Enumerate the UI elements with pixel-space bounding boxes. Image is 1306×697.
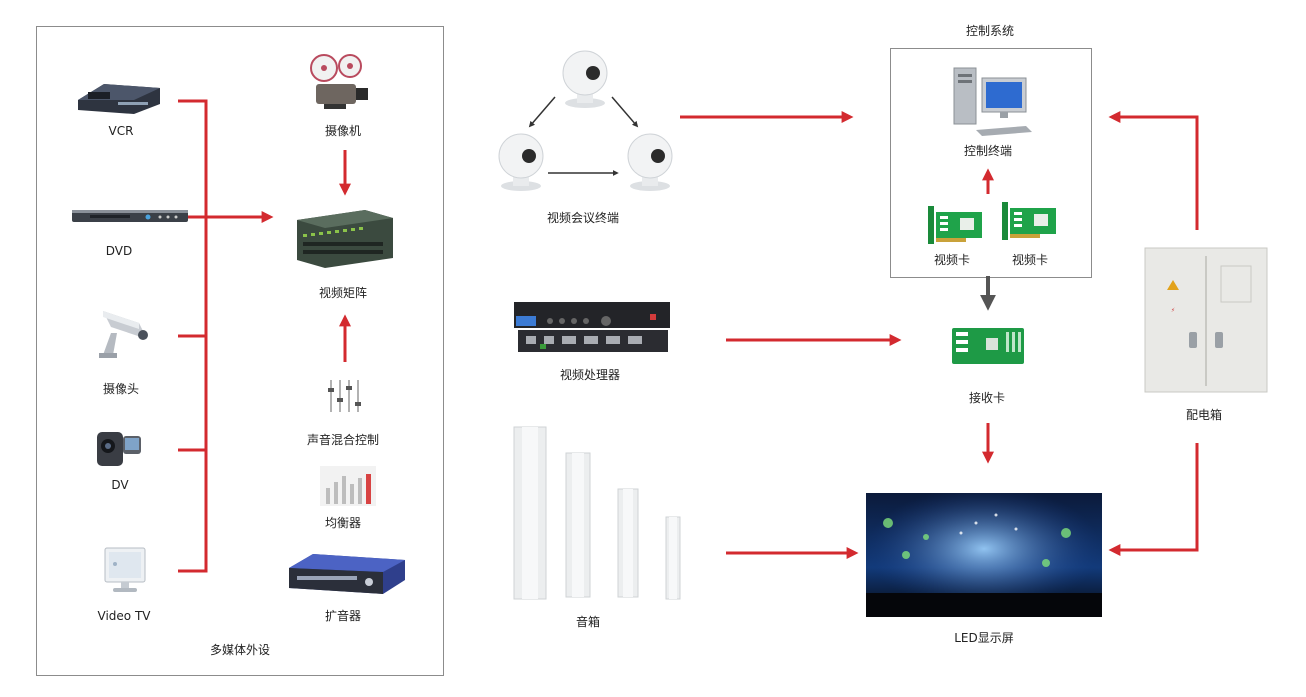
camcorder-icon [97, 432, 141, 466]
video-tv-label: Video TV [97, 609, 151, 623]
amplifier-label: 扩音器 [324, 609, 362, 623]
led-screen-icon [866, 493, 1102, 617]
video-conf-label: 视频会议终端 [546, 211, 620, 225]
video-card-label-2: 视频卡 [1011, 253, 1049, 267]
camera-head-label: 摄像头 [102, 382, 140, 396]
amplifier-icon [289, 554, 405, 594]
dvd-label: DVD [105, 244, 133, 258]
webcam-icon [627, 133, 673, 191]
speakers-label: 音箱 [575, 615, 601, 629]
video-matrix-label: 视频矩阵 [318, 286, 368, 300]
power-to-led-arrow [1108, 443, 1199, 556]
webcam-icon [498, 133, 544, 191]
column-speaker-icon [513, 426, 681, 600]
camcorder-label: 摄像机 [324, 124, 362, 138]
power-to-control-arrow [1108, 111, 1199, 230]
film-camera-icon [310, 54, 368, 109]
dv-label: DV [111, 478, 129, 492]
video-processor-label: 视频处理器 [559, 368, 621, 382]
receiver-card-icon [952, 328, 1024, 364]
video-matrix-icon [297, 210, 393, 268]
conf-arrow-left [528, 96, 556, 128]
audio-mixer-label: 声音混合控制 [306, 433, 380, 447]
control-system-title: 控制系统 [965, 24, 1015, 38]
webcam-icon [562, 50, 608, 108]
multimedia-frame [36, 26, 444, 676]
receiver-card-label: 接收卡 [968, 391, 1006, 405]
vcr-icon [78, 84, 160, 114]
control-system-frame [890, 48, 1092, 278]
video-card-icon [928, 206, 982, 244]
distribution-box-label: 配电箱 [1185, 408, 1223, 422]
distribution-cabinet-icon: ⚡ [1144, 247, 1268, 393]
cctv-camera-icon [99, 311, 148, 358]
dvd-player-icon [72, 210, 188, 222]
video-processor-icon [514, 302, 670, 352]
equalizer-icon [320, 466, 376, 506]
led-screen-label: LED显示屏 [954, 631, 1014, 645]
svg-text:⚡: ⚡ [1171, 307, 1175, 314]
video-card-label-1: 视频卡 [933, 253, 971, 267]
equalizer-label: 均衡器 [324, 516, 362, 530]
control-terminal-label: 控制终端 [963, 144, 1013, 158]
tv-monitor-icon [104, 547, 146, 592]
mixer-icon [328, 380, 361, 412]
conf-arrow-right [611, 96, 639, 128]
multimedia-group-title: 多媒体外设 [209, 643, 271, 657]
desktop-computer-icon [953, 67, 1032, 136]
vcr-label: VCR [108, 124, 134, 138]
video-card-icon [1002, 202, 1056, 240]
